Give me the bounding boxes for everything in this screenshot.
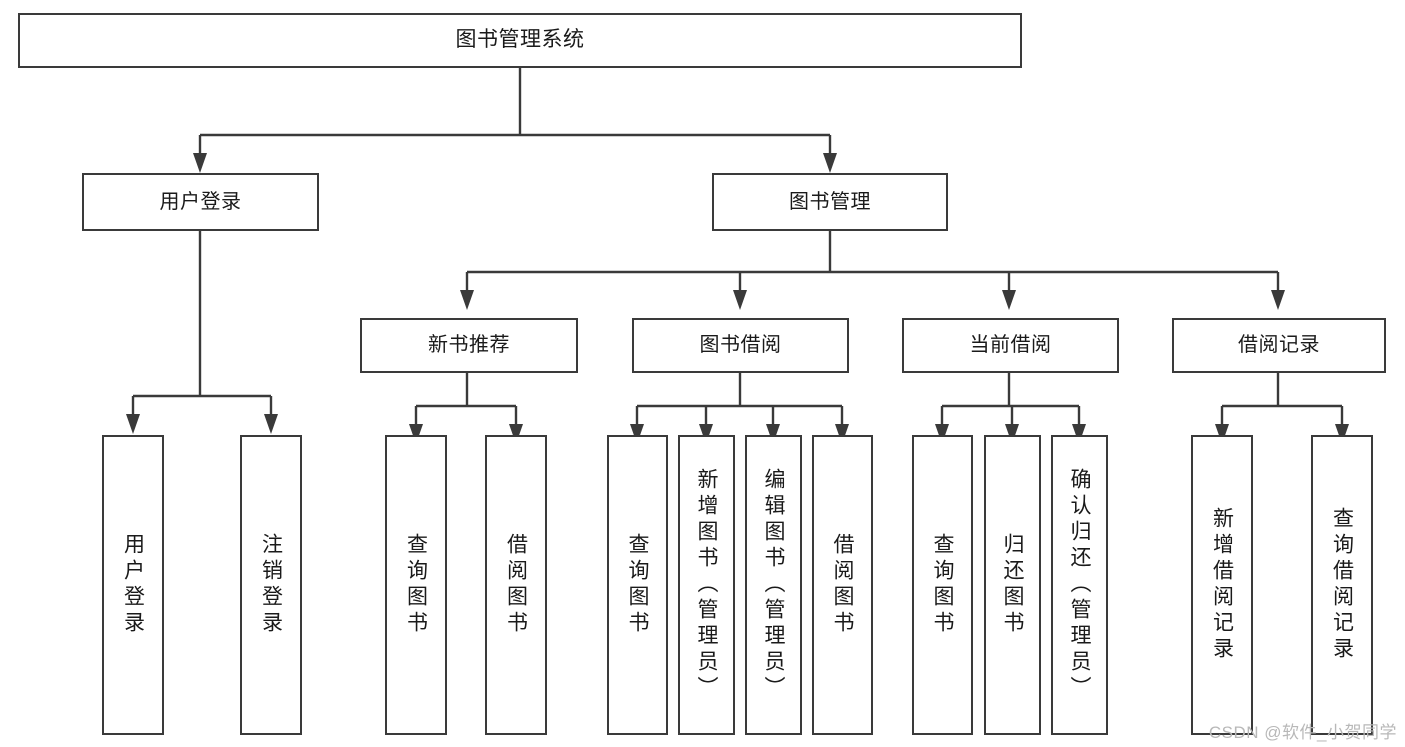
node-book-management[interactable]: 图书管理	[712, 173, 948, 231]
node-label: 借阅图书	[831, 533, 854, 637]
arrow-head-icon	[1005, 424, 1019, 444]
node-label: 查询图书	[626, 533, 649, 637]
arrow-head-icon	[766, 424, 780, 444]
arrow-head-icon	[835, 424, 849, 444]
arrow-head-icon	[823, 153, 837, 173]
arrow-head-icon	[699, 424, 713, 444]
node-label: 图书管理	[789, 190, 871, 213]
node-label: 图书借阅	[699, 334, 782, 356]
arrow-head-icon	[1271, 290, 1285, 310]
arrow-head-icon	[264, 414, 278, 434]
node-label: 当前借阅	[969, 334, 1052, 356]
node-label: 注销登录	[259, 533, 283, 637]
node-label: 图书管理系统	[455, 28, 585, 52]
node-label: 借阅记录	[1238, 334, 1320, 356]
node-label: 用户登录	[121, 533, 145, 637]
arrow-head-icon	[193, 153, 207, 173]
node-leaf-query-books-current[interactable]: 查询图书	[912, 435, 973, 735]
node-label: 编辑图书（管理员）	[762, 468, 785, 702]
arrow-head-icon	[409, 424, 423, 444]
arrow-head-icon	[1072, 424, 1086, 444]
node-root[interactable]: 图书管理系统	[18, 13, 1022, 68]
node-leaf-logout[interactable]: 注销登录	[240, 435, 302, 735]
node-label: 新增图书（管理员）	[695, 468, 718, 702]
watermark: CSDN @软件_小贺同学	[1208, 723, 1397, 742]
node-label: 查询图书	[931, 533, 954, 637]
node-label: 借阅图书	[504, 533, 528, 637]
node-book-borrow[interactable]: 图书借阅	[632, 318, 849, 373]
node-label: 用户登录	[159, 190, 242, 213]
node-leaf-edit-book-admin[interactable]: 编辑图书（管理员）	[745, 435, 802, 735]
node-label: 查询图书	[404, 533, 428, 637]
arrow-head-icon	[733, 290, 747, 310]
node-label: 归还图书	[1001, 533, 1024, 637]
node-label: 新增借阅记录	[1210, 507, 1234, 663]
node-leaf-query-books-borrow[interactable]: 查询图书	[607, 435, 668, 735]
arrow-head-icon	[1335, 424, 1349, 444]
node-leaf-confirm-return-admin[interactable]: 确认归还（管理员）	[1051, 435, 1108, 735]
arrow-head-icon	[630, 424, 644, 444]
arrow-head-icon	[1215, 424, 1229, 444]
node-user-login[interactable]: 用户登录	[82, 173, 319, 231]
node-new-book-recommend[interactable]: 新书推荐	[360, 318, 578, 373]
arrow-head-icon	[935, 424, 949, 444]
node-label: 确认归还（管理员）	[1068, 468, 1091, 702]
node-leaf-query-books-newbooks[interactable]: 查询图书	[385, 435, 447, 735]
node-borrow-records[interactable]: 借阅记录	[1172, 318, 1386, 373]
node-label: 新书推荐	[428, 334, 510, 356]
arrow-head-icon	[126, 414, 140, 434]
node-leaf-add-book-admin[interactable]: 新增图书（管理员）	[678, 435, 735, 735]
arrow-head-icon	[460, 290, 474, 310]
node-leaf-add-borrow-record[interactable]: 新增借阅记录	[1191, 435, 1253, 735]
node-leaf-return-books[interactable]: 归还图书	[984, 435, 1041, 735]
node-leaf-borrow-books-newbooks[interactable]: 借阅图书	[485, 435, 547, 735]
node-current-borrow[interactable]: 当前借阅	[902, 318, 1119, 373]
arrow-head-icon	[509, 424, 523, 444]
arrow-head-icon	[1002, 290, 1016, 310]
node-leaf-borrow-books[interactable]: 借阅图书	[812, 435, 873, 735]
node-leaf-query-borrow-record[interactable]: 查询借阅记录	[1311, 435, 1373, 735]
node-leaf-user-login[interactable]: 用户登录	[102, 435, 164, 735]
node-label: 查询借阅记录	[1330, 507, 1354, 663]
